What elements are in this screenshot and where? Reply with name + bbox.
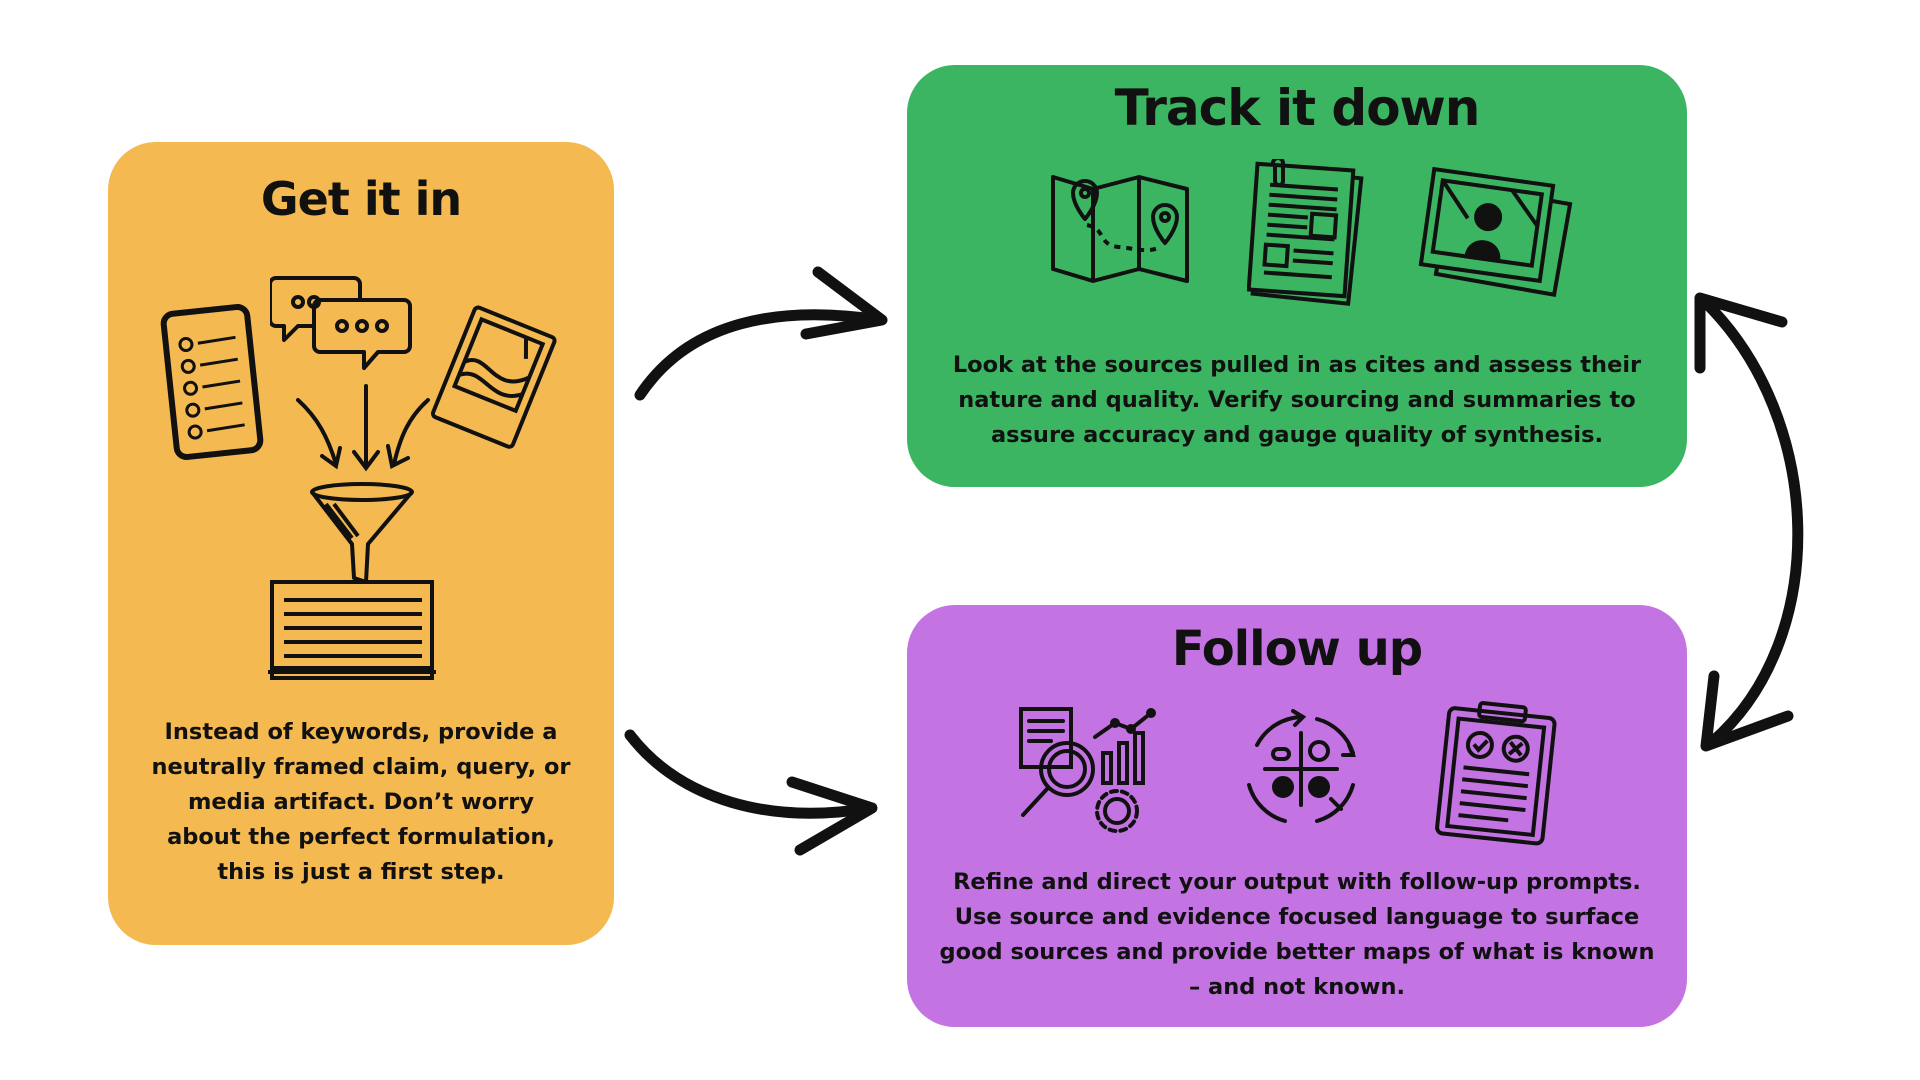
card-get-it-in: Get it in bbox=[108, 142, 614, 945]
card-track-it-down: Track it down bbox=[907, 65, 1687, 487]
chat-bubbles-icon bbox=[270, 276, 412, 370]
arrow-get-to-follow bbox=[624, 729, 878, 856]
newspaper-icon bbox=[1247, 159, 1364, 306]
card-title: Get it in bbox=[260, 172, 462, 226]
arrows-down-icon bbox=[296, 384, 430, 472]
card-follow-up: Follow up bbox=[907, 605, 1687, 1027]
phone-checklist-icon bbox=[160, 303, 264, 461]
photo-icon bbox=[430, 305, 557, 449]
photos-icon bbox=[1418, 166, 1573, 298]
card-title: Follow up bbox=[1171, 621, 1423, 677]
arrow-get-to-track bbox=[634, 266, 888, 401]
research-analytics-icon bbox=[1019, 707, 1156, 833]
card-title: Track it down bbox=[1114, 79, 1481, 137]
card-body: Instead of keywords, provide a neutrally… bbox=[151, 719, 571, 885]
checklist-clipboard-icon bbox=[1435, 701, 1557, 846]
card-body: Look at the sources pulled in as cites a… bbox=[952, 352, 1642, 448]
note-stack-icon bbox=[268, 580, 436, 680]
map-icon bbox=[1051, 175, 1189, 283]
arrow-track-follow bbox=[1694, 292, 1804, 752]
card-body: Refine and direct your output with follo… bbox=[939, 869, 1655, 1000]
strategy-cycle-icon bbox=[1247, 709, 1356, 823]
funnel-icon bbox=[310, 482, 414, 584]
